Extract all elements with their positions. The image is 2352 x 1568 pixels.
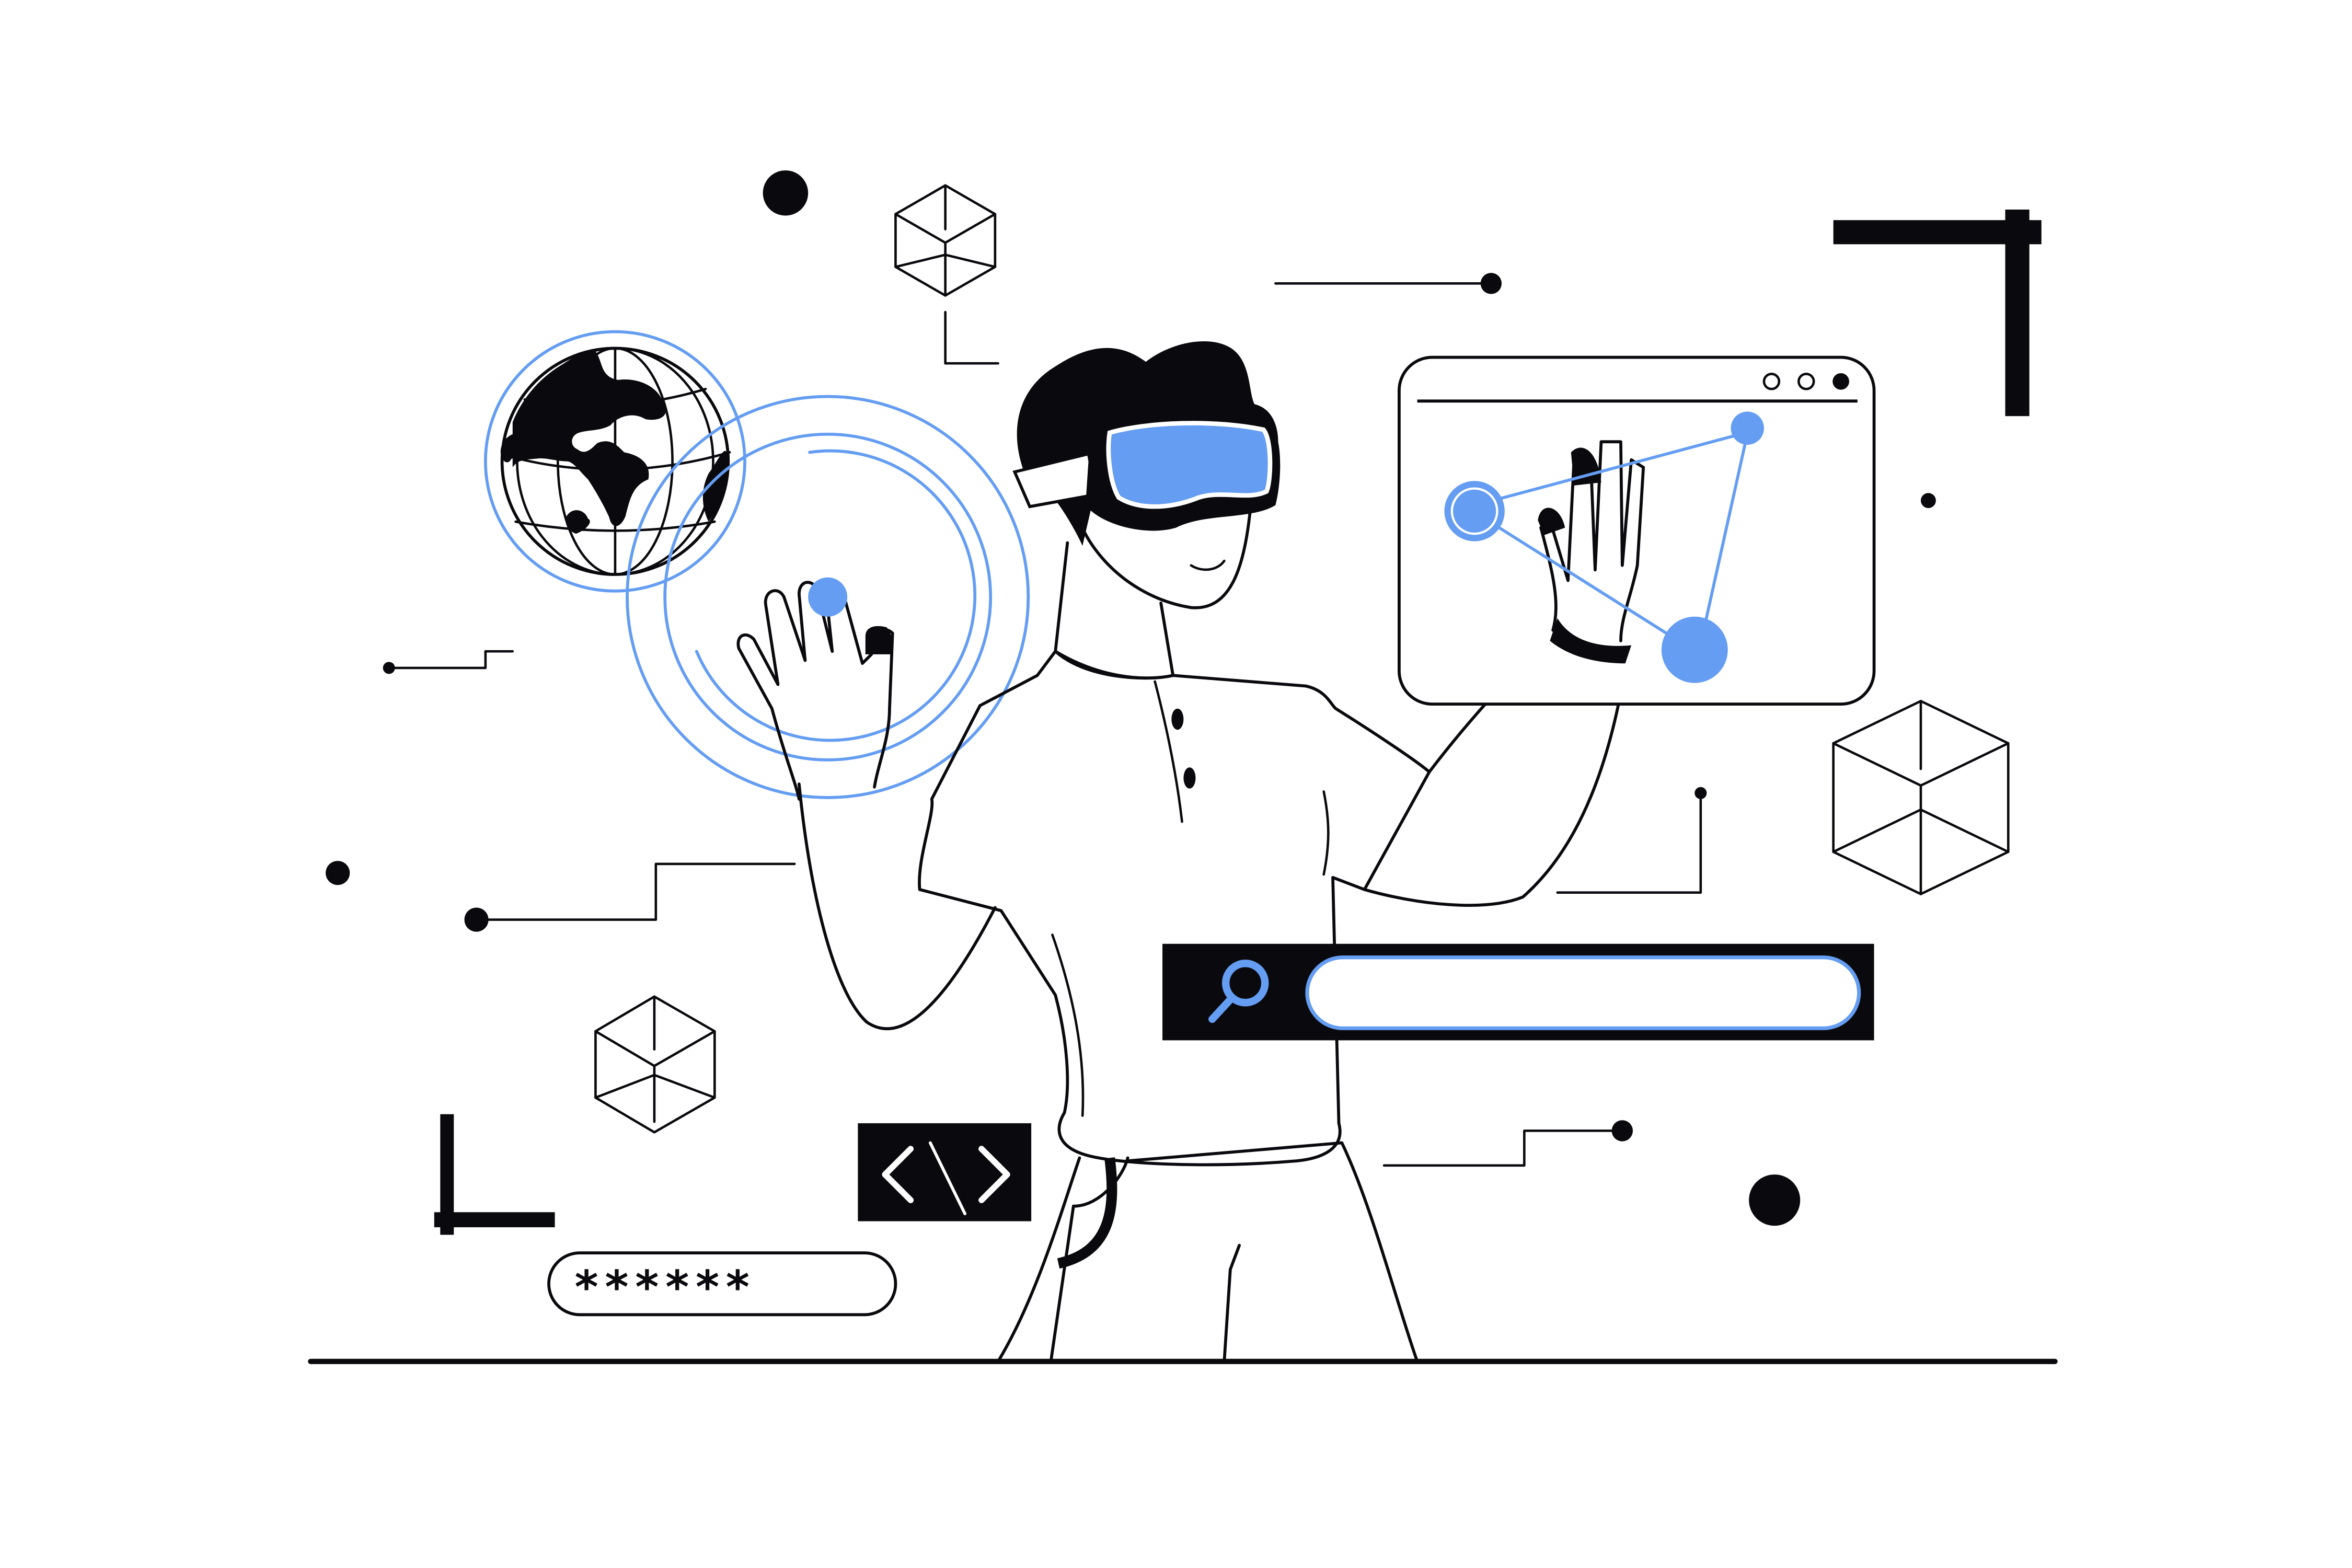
touch-ripple-rings <box>626 395 1030 799</box>
password-field[interactable]: ****** <box>547 1251 897 1317</box>
dot-top-left <box>763 170 809 216</box>
dot-right <box>1921 493 1936 509</box>
window-control-maximize[interactable] <box>1797 373 1815 390</box>
search-icon[interactable] <box>1208 960 1269 1023</box>
code-brackets-icon <box>882 1141 1010 1215</box>
window-control-close[interactable] <box>1832 373 1849 390</box>
search-bar[interactable] <box>1162 943 1874 1041</box>
password-value: ****** <box>573 1261 754 1313</box>
code-badge[interactable] <box>858 1123 1032 1221</box>
corner-bracket-bottom-left <box>434 1114 555 1235</box>
connector-bottom-right <box>1382 1120 1633 1167</box>
node-graph <box>1444 411 1764 683</box>
corner-bracket-top-right <box>1833 209 2042 417</box>
connector-top <box>1274 273 1502 294</box>
cube-icon-right <box>1832 700 2010 895</box>
person-body <box>797 541 1630 1363</box>
connector-under-top-cube <box>944 310 999 365</box>
dot-bottom-right <box>1749 1174 1801 1226</box>
left-hand <box>736 577 894 801</box>
headset-lens <box>1106 421 1273 509</box>
window-control-minimize[interactable] <box>1762 373 1781 390</box>
dot-left <box>326 861 350 885</box>
connector-left-step <box>464 862 796 932</box>
connector-left-small <box>383 650 514 674</box>
globe-icon[interactable] <box>483 330 746 593</box>
browser-window[interactable] <box>1398 355 1876 706</box>
person-head <box>1012 341 1281 609</box>
connector-right-vertical <box>1556 787 1707 894</box>
search-input[interactable] <box>1305 955 1861 1030</box>
cube-icon-top <box>894 184 997 297</box>
cube-icon-left <box>594 995 716 1134</box>
